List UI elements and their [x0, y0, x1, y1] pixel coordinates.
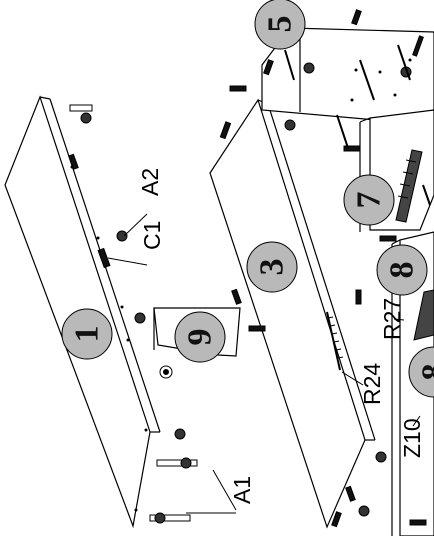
cam-lock-a2 [116, 230, 128, 242]
panel-8-upper-number: 8 [384, 262, 421, 279]
screw-r24 [326, 311, 344, 371]
cam-lock-5 [375, 451, 387, 463]
badge-panel-3: 3 [246, 241, 298, 293]
cam-lock-2 [134, 312, 146, 324]
panel-1-holes [70, 165, 148, 512]
label-z10: Z10 [399, 418, 425, 458]
dowels [68, 9, 427, 528]
cam-bolt-a1-upper [156, 457, 198, 469]
cam-bolt-a1-lower [149, 512, 191, 524]
cam-bolt-top [69, 104, 93, 124]
label-a2: A2 [137, 168, 163, 196]
badge-panel-7: 7 [343, 174, 395, 226]
leader-lines [107, 213, 421, 514]
label-r24: R24 [359, 363, 385, 405]
cam-lock-3 [284, 119, 296, 131]
badge-panel-8-upper: 8 [376, 244, 428, 296]
panel-5-holes [350, 58, 412, 102]
hinge-bracket-lower [413, 289, 434, 341]
panel-9-number: 9 [182, 329, 219, 346]
badge-panel-9: 9 [174, 311, 226, 363]
badge-panel-8-lower: 8 [408, 346, 434, 398]
cam-lock-6 [303, 62, 315, 74]
panel-3-number: 3 [254, 259, 291, 276]
label-r27: R27 [379, 298, 405, 340]
hinge-bracket-upper [395, 149, 423, 223]
panel-1-number: 1 [69, 326, 106, 343]
badge-panel-5: 5 [254, 0, 306, 50]
panel-8-lower-number: 8 [416, 364, 434, 381]
label-a1: A1 [229, 476, 255, 504]
panel-5-number: 5 [262, 16, 299, 33]
badge-panel-1: 1 [61, 308, 113, 360]
panel-5-screws [284, 44, 431, 206]
cam-lock-1 [174, 428, 186, 440]
label-c1: C1 [139, 221, 165, 250]
hardware [68, 9, 431, 528]
panel-7-number: 7 [351, 192, 388, 209]
cam-lock-4 [358, 505, 370, 517]
